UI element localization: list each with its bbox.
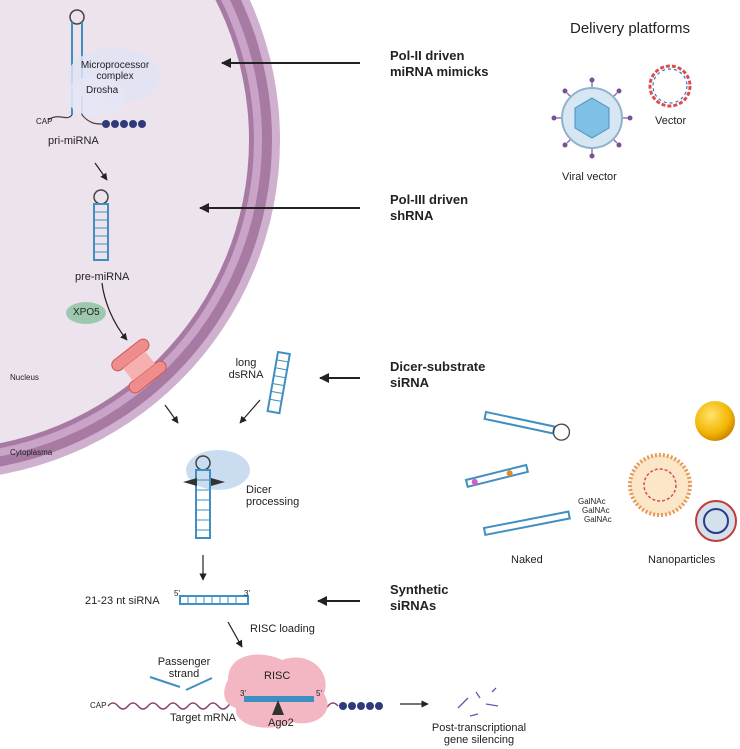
sirna-five-prime: 5' [174,589,180,598]
risc-graphic [224,654,328,728]
risc-five-prime: 5' [316,689,322,698]
viral-vector-label: Viral vector [562,171,617,183]
microprocessor-label: Microprocessor complex [80,60,150,82]
sirna-three-prime: 3' [244,589,250,598]
strategy-dicer-substrate: Dicer-substrate siRNA [390,359,486,390]
risc-loading-label: RISC loading [250,623,315,635]
nucleus-shape [0,0,280,475]
sirna-duplex-graphic [179,595,249,605]
galnac-label: GalNAc [584,515,612,524]
naked-label: Naked [511,554,543,566]
target-mrna-label: Target mRNA [170,712,237,724]
pri-mirna-graphic [47,9,160,128]
passenger-strand-graphic [149,676,213,691]
ptgs-label: Post-transcriptional gene silencing [431,722,527,746]
vector-label: Vector [655,115,687,127]
long-dsrna-graphic [266,350,291,415]
polya-tail-cytoplasm [339,702,383,710]
polya-tail-nucleus [102,120,146,128]
strategy-arrows [199,58,360,606]
galnac-label: GalNAc [578,497,606,506]
nanoparticles-label: Nanoparticles [648,554,716,566]
cap-label-cytoplasm: CAP [90,701,107,710]
pri-mirna-label: pri-miRNA [48,135,99,147]
plasmid-vector-graphic [648,64,692,108]
sirna-length-label: 21-23 nt siRNA [85,595,160,607]
nuclear-pore [111,338,167,394]
nucleus-label: Nucleus [10,373,39,382]
passenger-strand-label: Passenger strand [157,656,211,680]
viral-vector-graphic [551,77,633,159]
drosha-label: Drosha [86,85,119,96]
nanoparticle-graphics [628,401,737,542]
strategy-pol2: Pol-II driven miRNA mimicks [390,48,489,79]
mrna-fragments [457,687,499,717]
strategy-pol3: Pol-III driven shRNA [390,192,469,223]
dicer-graphic [183,450,250,539]
risc-label: RISC [264,670,291,682]
galnac-label: GalNAc [582,506,610,515]
ago2-label: Ago2 [268,717,294,729]
delivery-platforms-title: Delivery platforms [570,20,691,37]
xpo5-label: XPO5 [73,307,100,318]
long-dsrna-label: long dsRNA [228,357,264,381]
pre-mirna-graphic [93,189,109,261]
cap-label-nucleus: CAP [36,117,53,126]
cytoplasma-label: Cytoplasma [10,448,53,457]
strategy-synthetic: Synthetic siRNAs [390,582,449,613]
dicer-processing-label: Dicer processing [246,484,300,508]
risc-three-prime: 3' [240,689,246,698]
xpo5-shape [66,302,106,324]
pre-mirna-label: pre-miRNA [75,271,130,283]
naked-sirna-graphics [464,410,571,537]
